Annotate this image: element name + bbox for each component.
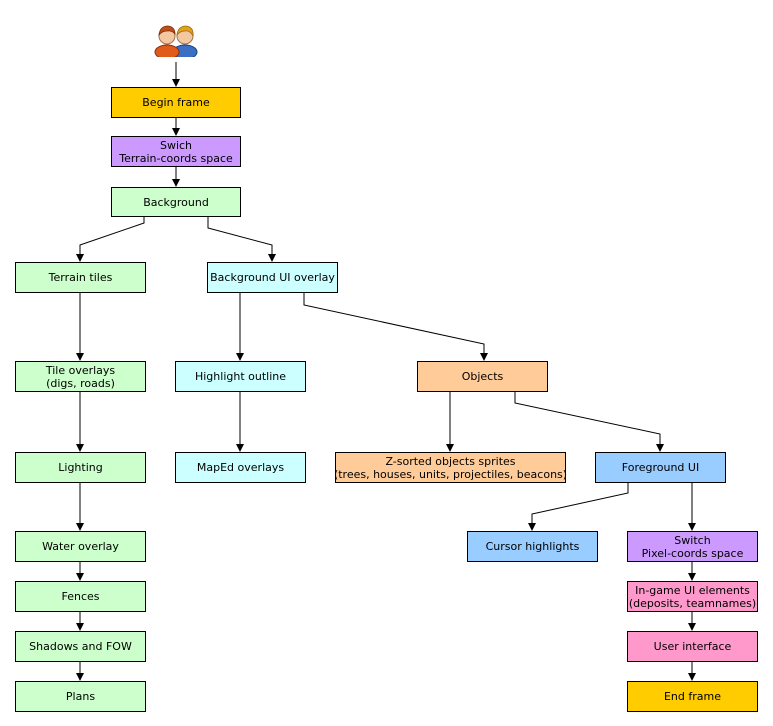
edge [207,216,276,262]
node-z-sorted-objects: Z-sorted objects sprites (trees, houses,… [334,452,567,483]
node-lighting: Lighting [15,452,146,483]
node-fences: Fences [15,581,146,612]
edge [528,482,629,531]
node-maped-overlays: MapEd overlays [175,452,306,483]
node-background-ui-overlay: Background UI overlay [207,262,338,293]
edge [76,216,145,262]
users-icon [152,21,202,60]
node-terrain-tiles: Terrain tiles [15,262,146,293]
edge [514,391,664,452]
node-highlight-outline: Highlight outline [175,361,306,392]
node-begin-frame: Begin frame [111,87,241,118]
node-cursor-highlights: Cursor highlights [467,531,598,562]
node-switch-terrain-coords: Swich Terrain-coords space [111,136,241,167]
node-tile-overlays: Tile overlays (digs, roads) [15,361,146,392]
node-user-interface: User interface [627,631,758,662]
node-foreground-ui: Foreground UI [595,452,726,483]
node-in-game-ui-elements: In-game UI elements (deposits, teamnames… [627,581,758,612]
node-shadows-and-fow: Shadows and FOW [15,631,146,662]
edge [303,292,488,361]
node-end-frame: End frame [627,681,758,712]
node-switch-pixel-coords: Switch Pixel-coords space [627,531,758,562]
node-water-overlay: Water overlay [15,531,146,562]
node-plans: Plans [15,681,146,712]
node-objects: Objects [417,361,548,392]
node-background: Background [111,187,241,217]
